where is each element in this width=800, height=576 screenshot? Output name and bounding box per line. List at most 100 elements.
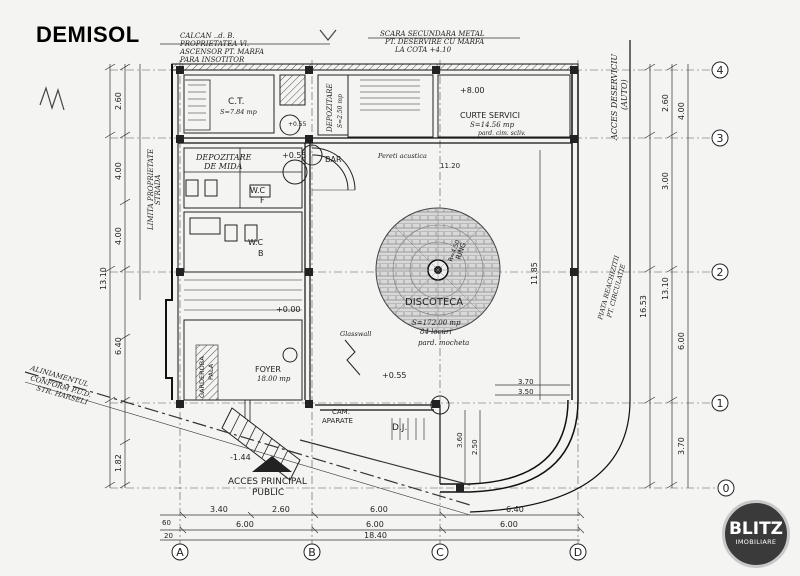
dimension-label: 4.00 <box>114 227 123 245</box>
dimension-label: 2.60 <box>114 92 123 110</box>
room-label: W.C <box>248 238 264 247</box>
note-left: LIMITA PROPRIETATE <box>147 149 155 231</box>
room-label: APARATE <box>322 417 353 425</box>
logo-main: BLITZ <box>728 519 784 539</box>
grid-col-bubbles: A B C D <box>171 543 587 561</box>
dimension-label: 3.40 <box>210 505 228 514</box>
dimension-label: 6.00 <box>677 332 686 350</box>
dimension-label: 6.00 <box>366 520 384 529</box>
room-floor: pard. mocheta <box>418 339 469 347</box>
room-area: S=7.84 mp <box>220 108 258 116</box>
grid-col-label: C <box>436 546 444 559</box>
room-label: DE MIDA <box>203 162 243 171</box>
dimension-lines <box>104 37 689 541</box>
room-area: S=14.56 mp <box>470 121 515 129</box>
upper-left-rooms <box>183 74 571 166</box>
note-top-right: SCARA SECUNDARA METAL <box>380 30 485 38</box>
north-arrow-icon <box>39 29 337 111</box>
room-label: F <box>260 196 265 205</box>
room-label: CURTE SERVICI <box>460 111 520 120</box>
dimension-label: 6.00 <box>500 520 518 529</box>
dimension-label: 3.60 <box>456 432 464 448</box>
dimension-label: 2.60 <box>272 505 290 514</box>
dj-stairs <box>391 418 425 440</box>
dimension-label: 6.40 <box>506 505 524 514</box>
dimension-label: 20 <box>164 532 173 540</box>
dimension-label: 4.00 <box>677 102 686 120</box>
glasswall <box>344 339 450 415</box>
dance-ring <box>375 207 501 333</box>
dimension-label: 2.60 <box>661 94 670 112</box>
room-label: FOYER <box>255 365 281 374</box>
note-top-left: CALCAN ..d. B. <box>180 32 235 40</box>
room-label: DISCOTECA <box>405 297 463 308</box>
dimension-label: 3.70 <box>518 378 534 386</box>
grid-row-label: 1 <box>717 397 724 410</box>
entrance-label: PUBLIC <box>252 488 284 498</box>
room-label: D.J. <box>392 423 407 433</box>
entrance-arrow <box>252 456 292 472</box>
grid-col-label: D <box>574 546 582 559</box>
dimension-label: 4.00 <box>114 162 123 180</box>
level-mark: +8.00 <box>460 86 485 95</box>
dimension-label: 6.00 <box>370 505 388 514</box>
grid-row-label: 4 <box>717 64 724 77</box>
brand-logo: BLITZ IMOBILIARE <box>722 500 790 568</box>
note-left: STRADA <box>154 175 162 205</box>
level-mark: +0.55 <box>282 151 307 160</box>
note-top-right: LA COTA +4.10 <box>394 46 452 54</box>
level-mark: +0.00 <box>276 305 301 314</box>
note-top-left: PROPRIETATEA Vl. <box>179 40 249 48</box>
dimension-label: 13.10 <box>99 267 108 290</box>
grid-row-label: 2 <box>717 266 724 279</box>
room-area: S=172.00 mp <box>412 319 461 327</box>
bar-counter <box>282 147 356 191</box>
dimension-label: 13.10 <box>661 277 670 300</box>
page-title: DEMISOL <box>36 22 140 47</box>
room-label: B <box>258 249 264 258</box>
note-right: (AUTO) <box>620 79 629 110</box>
dimension-label: 2.50 <box>471 439 479 455</box>
room-label: GARDEROBA <box>198 356 206 398</box>
room-label: BAR <box>325 155 342 164</box>
room-area: 18.00 mp <box>257 375 291 383</box>
grid-col-label: B <box>308 546 316 559</box>
level-mark: -1.44 <box>230 453 251 462</box>
grid-row-label: 0 <box>723 482 730 495</box>
structural-columns <box>176 66 578 492</box>
room-label: W.C <box>250 186 266 195</box>
grid-col-label: A <box>176 546 184 559</box>
level-mark: +0.55 <box>382 371 407 380</box>
aliniament-line <box>24 371 471 516</box>
note-right: ACCES DESERVICIU <box>610 54 619 141</box>
level-mark: +0.55 <box>288 121 307 128</box>
dimension-label: 16.53 <box>639 295 648 318</box>
dimension-label: 1.82 <box>114 454 123 472</box>
note-top-left: ASCENSOR PT. MARFA <box>179 48 264 56</box>
dimension-label: 11.85 <box>530 262 539 285</box>
dimension-label: 6.40 <box>114 337 123 355</box>
annotations: CALCAN ..d. B. PROPRIETATEA Vl. ASCENSOR… <box>28 30 686 540</box>
dimension-label: 18.40 <box>364 531 387 540</box>
dimension-label: 60 <box>162 519 171 527</box>
room-label: DEPOZITARE <box>195 153 252 162</box>
entrance-label: ACCES PRINCIPAL <box>228 477 307 487</box>
wc-block <box>183 147 303 401</box>
dimension-label: 3.00 <box>661 172 670 190</box>
room-label: DEPOZITARE <box>326 83 334 133</box>
dimension-label: 11.20 <box>440 162 460 170</box>
room-area: S=2.50 mp <box>337 94 344 128</box>
room-label: PALA <box>207 363 215 380</box>
note-pereti: Pereti acustica <box>377 152 427 160</box>
grid-row-label: 3 <box>717 132 724 145</box>
room-capacity: 84 locuri <box>420 328 452 336</box>
note-top-right: PT. DESERVIRE CU MARFA <box>384 38 484 46</box>
logo-sub: IMOBILIARE <box>735 538 777 546</box>
note-top-left: PARA INSOTITOR <box>179 56 245 64</box>
room-label: CAM. <box>332 408 350 416</box>
grid-row-bubbles: 4 3 2 1 0 <box>711 61 735 497</box>
dimension-label: 3.50 <box>518 388 534 396</box>
dimension-label: 3.70 <box>677 437 686 455</box>
note-glasswall: Glasswall <box>340 330 371 338</box>
